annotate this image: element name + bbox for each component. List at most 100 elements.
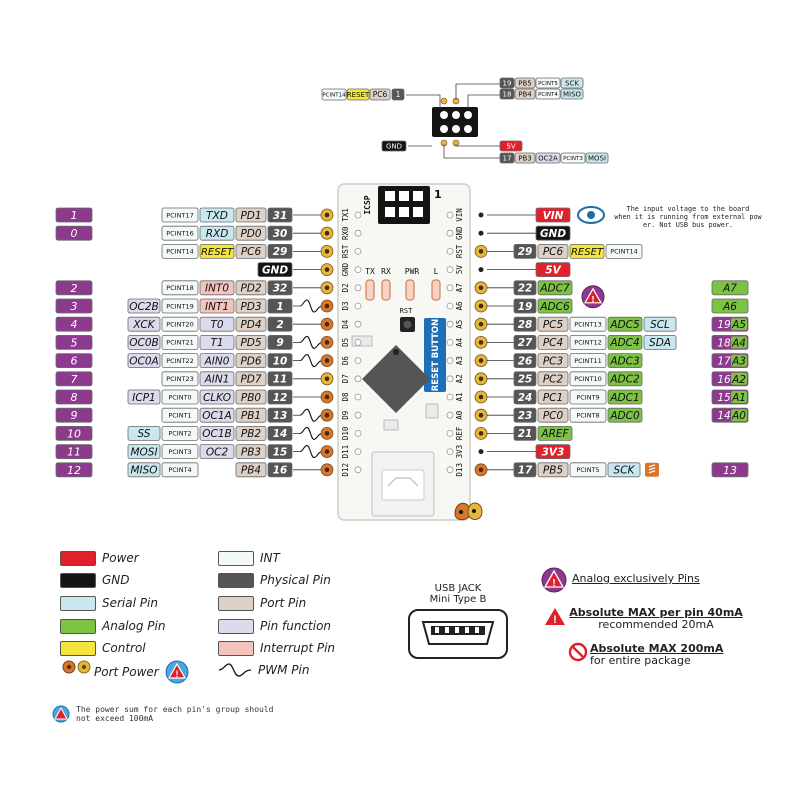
legend-item-port-power: [62, 660, 142, 680]
board-hole: [354, 211, 362, 219]
digital-number-16: 16: [717, 374, 731, 386]
function-oc2-box: [199, 444, 235, 460]
digital-number-19: 19: [717, 319, 731, 331]
digital-pin-12-text: 12: [67, 464, 81, 477]
pcint-pcint14-text: PCINT14: [166, 248, 193, 256]
alt-function-icp1-text: ICP1: [132, 392, 155, 404]
icsp-phys-17-box: [499, 152, 515, 164]
icsp-phys-18-box: [499, 88, 515, 100]
icsp-serial-SCK-text: SCK: [565, 80, 579, 88]
usb-title-text: USB JACK: [434, 583, 482, 594]
port-pb3-box: [235, 444, 267, 460]
pcint-pcint2-text: PCINT2: [168, 430, 191, 438]
pin-pad-hole: [324, 412, 330, 418]
digital-pin-1-text: 1: [71, 209, 78, 222]
pcint-pcint20-text: PCINT20: [166, 321, 193, 329]
physical-pin-27-box: [513, 334, 537, 350]
legend-label-port-power: Port Power: [94, 665, 159, 679]
pwm-wave: [299, 426, 323, 440]
pin-pad-hole: [324, 340, 330, 345]
physical-pin-32-box: [267, 280, 293, 296]
board-label-d13: D13: [455, 463, 464, 477]
serial-mosi-box: [127, 444, 161, 460]
port-pc4-text: PC4: [543, 337, 563, 349]
port-pb5-text: PB5: [543, 465, 564, 477]
analog-name-bg: [731, 318, 747, 331]
serial-txd-text: TXD: [206, 210, 228, 222]
icsp-line: [443, 144, 500, 159]
board-label-d12: D12: [341, 463, 350, 477]
port-power-icon: [62, 660, 91, 674]
board-hole: [354, 429, 362, 437]
board-icsp-pin: [413, 191, 423, 201]
alt-function-icp1-box: [127, 389, 161, 405]
icsp-phys-17-text: 17: [503, 155, 512, 163]
digital-pin-6-text: 6: [71, 355, 78, 368]
analog-name-a4: A4: [731, 337, 746, 349]
led-label-pwr: PWR: [405, 267, 420, 276]
pin-pad-hole: [478, 358, 484, 363]
function-t0-text: T0: [210, 319, 223, 331]
legend-swatch-power: [60, 550, 96, 566]
alt-function-xck-box: [127, 316, 161, 332]
interrupt-int1-box: [199, 298, 235, 314]
serial-sck-text: SCK: [614, 465, 636, 477]
pwm-wave: [299, 335, 323, 349]
board-hole: [354, 266, 362, 274]
physical-pin-17-text: 17: [518, 465, 533, 477]
pcint-pcint13-box: [569, 316, 607, 332]
icsp-pcint14-box: [321, 88, 347, 101]
port-pc5-text: PC5: [543, 319, 564, 331]
port-pd1-text: PD1: [240, 210, 261, 222]
board-label-gnd: GND: [455, 226, 464, 240]
physical-pin-11-box: [267, 371, 293, 387]
legend-item-serial: Serial Pin: [60, 595, 158, 611]
icsp-reset-box: [346, 88, 370, 101]
board-icsp-pin: [399, 207, 409, 217]
svg-text:!: !: [552, 578, 555, 589]
legend-swatch-control: [60, 640, 96, 656]
analog-adc7-box: [537, 280, 573, 296]
board-hole: [446, 211, 454, 219]
icsp-serial-MISO-box: [560, 88, 584, 100]
led-rx: [381, 279, 391, 301]
board-label-gnd: GND: [341, 262, 350, 276]
port-pb2-text: PB2: [241, 428, 262, 440]
port-pc3-text: PC3: [543, 355, 563, 367]
board-hole: [354, 302, 362, 310]
analog-adc4-box: [607, 334, 643, 350]
gnd-left-text: GND: [262, 264, 288, 276]
physical-pin-2-text: 2: [276, 319, 283, 331]
pwm-wave: [299, 445, 323, 459]
icsp-port-PB5-text: PB5: [518, 80, 531, 88]
pcint-pcint10-text: PCINT10: [574, 375, 601, 383]
pcint-pcint5-box: [569, 462, 607, 478]
board-hole: [446, 320, 454, 328]
board-hole: [354, 411, 362, 419]
board-hole: [446, 429, 454, 437]
board-label-a5: A5: [455, 320, 464, 329]
analog-name-a6-text: A6: [722, 301, 737, 313]
analog-adc4-text: ADC4: [609, 337, 639, 349]
legend-item-pwm: PWM Pin: [218, 662, 309, 678]
pcint-pcint0-box: [161, 389, 199, 405]
serial-sda-text: SDA: [649, 337, 671, 349]
abs-max-pkg-text: Absolute MAX 200mA for entire package: [590, 643, 723, 667]
led-label-l: L: [434, 267, 439, 276]
pcint-pcint23-text: PCINT23: [166, 375, 193, 383]
port-pc6-text: PC6: [241, 246, 262, 258]
analog-name-a2: A2: [731, 374, 746, 386]
port-pd5-text: PD5: [240, 337, 261, 349]
board-label-d9: D9: [341, 411, 350, 420]
analog-adc6-box: [537, 298, 573, 314]
abs-max-pin-line1: Absolute MAX per pin 40mA: [569, 606, 743, 619]
usb-subtitle-text: Mini Type B: [429, 594, 487, 605]
board-icsp-pin: [385, 207, 395, 217]
pcint-pcint16-box: [161, 225, 199, 241]
